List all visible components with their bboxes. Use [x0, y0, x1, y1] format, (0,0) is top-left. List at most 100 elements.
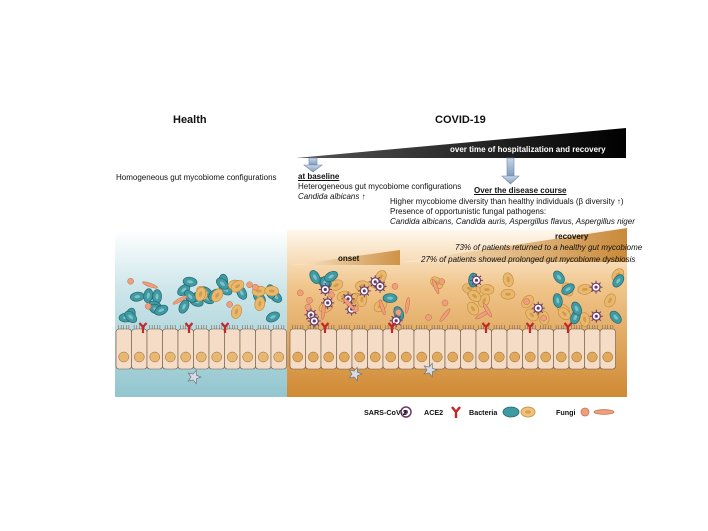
fungus-cell [254, 296, 266, 312]
fungus-cell [264, 285, 279, 297]
epithelial-cell [115, 325, 132, 370]
baseline-line1: Heterogeneous gut mycobiome configuratio… [298, 182, 462, 191]
fungal-spore [523, 298, 530, 305]
fungal-hypha [321, 303, 326, 320]
bacterium [130, 291, 145, 302]
bacterium [553, 270, 565, 284]
course-heading: Over the disease course [474, 186, 567, 195]
sars-cov-2-virion [373, 279, 387, 293]
health-background [115, 230, 287, 397]
epithelium-layer [115, 322, 616, 385]
bacterium [154, 304, 169, 316]
epithelial-cell [305, 325, 322, 370]
immune-cell [423, 362, 438, 378]
ace2-receptor [481, 322, 491, 333]
epithelial-cell [444, 325, 461, 370]
fungal-spore [144, 303, 152, 310]
recovery-line2: 27% of patients showed prolonged gut myc… [421, 255, 636, 264]
recovery-label: recovery [555, 232, 589, 241]
epithelial-cell [351, 325, 368, 370]
legend-ace2-label: ACE2 [424, 408, 444, 417]
fungus-cell [231, 304, 242, 319]
fungal-hypha [342, 297, 355, 310]
sars-cov-2-virion [307, 314, 321, 328]
sars-cov-2-virion [469, 273, 483, 287]
fungus-cell [329, 279, 344, 291]
epithelial-cell [553, 325, 570, 370]
fungus-cell [557, 307, 571, 321]
fungal-spore [296, 289, 304, 297]
health-title: Health [173, 114, 207, 126]
course-arrow-icon [501, 157, 520, 185]
epithelial-cell [429, 325, 446, 370]
bacterium [265, 311, 280, 323]
legend-sars-label: SARS-CoV-2 [364, 408, 407, 417]
epithelial-cell [413, 325, 430, 370]
microbiome-layer [118, 268, 625, 328]
fungal-spore [540, 314, 547, 322]
epithelial-cell [131, 325, 148, 370]
epithelial-cell [491, 325, 508, 370]
sars-cov-2-virion [589, 309, 603, 323]
fungus-cell [467, 289, 482, 302]
epithelial-cell [177, 325, 194, 370]
sars-cov-2-virion [357, 284, 371, 298]
legend-sars-icon [400, 406, 412, 418]
bacterium [609, 310, 622, 324]
bacterium [382, 293, 398, 303]
fungal-hypha [404, 297, 410, 314]
fungus-cell [230, 280, 245, 293]
bacterium [143, 288, 154, 303]
course-line2: Presence of opportunistic fungal pathoge… [390, 207, 547, 216]
baseline-line2: Candida albicans ↑ [298, 192, 366, 201]
baseline-heading: at baseline [298, 172, 340, 181]
ace2-receptor [220, 322, 230, 333]
sars-cov-2-virion [589, 280, 603, 294]
immune-cell [187, 369, 202, 385]
ace2-receptor [387, 322, 397, 333]
bacterium [178, 299, 190, 314]
recovery-wedge [402, 228, 627, 262]
fungus-cell [211, 288, 224, 303]
epithelial-cell [367, 325, 384, 370]
fungal-hypha [378, 299, 386, 316]
epithelial-cell [537, 325, 554, 370]
fungal-hypha [172, 295, 188, 305]
bacterium [552, 293, 563, 308]
fungal-spore [391, 283, 399, 290]
epithelial-cell [584, 325, 601, 370]
sars-cov-2-virion [389, 314, 403, 328]
ace2-receptor [525, 322, 535, 333]
epithelial-cell [568, 325, 585, 370]
epithelial-cell [193, 325, 210, 370]
timeline-wedge [296, 128, 626, 158]
covid-title: COVID-19 [435, 114, 486, 126]
ace2-receptor [563, 322, 573, 333]
onset-wedge [292, 250, 400, 265]
epithelial-cell [382, 325, 399, 370]
fungal-spore [441, 299, 449, 307]
fungus-cell [502, 272, 514, 287]
epithelial-cell [475, 325, 492, 370]
baseline-arrow-icon [303, 157, 323, 173]
sars-cov-2-virion [321, 296, 335, 310]
bacterium [324, 270, 339, 283]
bacterium [612, 274, 625, 288]
bacterium [183, 290, 197, 303]
epithelial-cell [270, 325, 287, 370]
epithelial-cell [162, 325, 179, 370]
legend-bacteria-label: Bacteria [469, 408, 498, 417]
epithelial-cell [336, 325, 353, 370]
bacterium [571, 301, 582, 316]
fungal-spore [246, 281, 253, 288]
fungal-spore [226, 301, 233, 308]
bacterium [124, 310, 138, 324]
epithelial-cell [208, 325, 225, 370]
epithelial-cell [460, 325, 477, 370]
legend-ace2-icon [451, 406, 461, 418]
fungal-spore [252, 283, 259, 291]
fungal-spore [438, 278, 446, 285]
legend-fungi-label: Fungi [556, 408, 576, 417]
fungal-spore [395, 309, 402, 316]
